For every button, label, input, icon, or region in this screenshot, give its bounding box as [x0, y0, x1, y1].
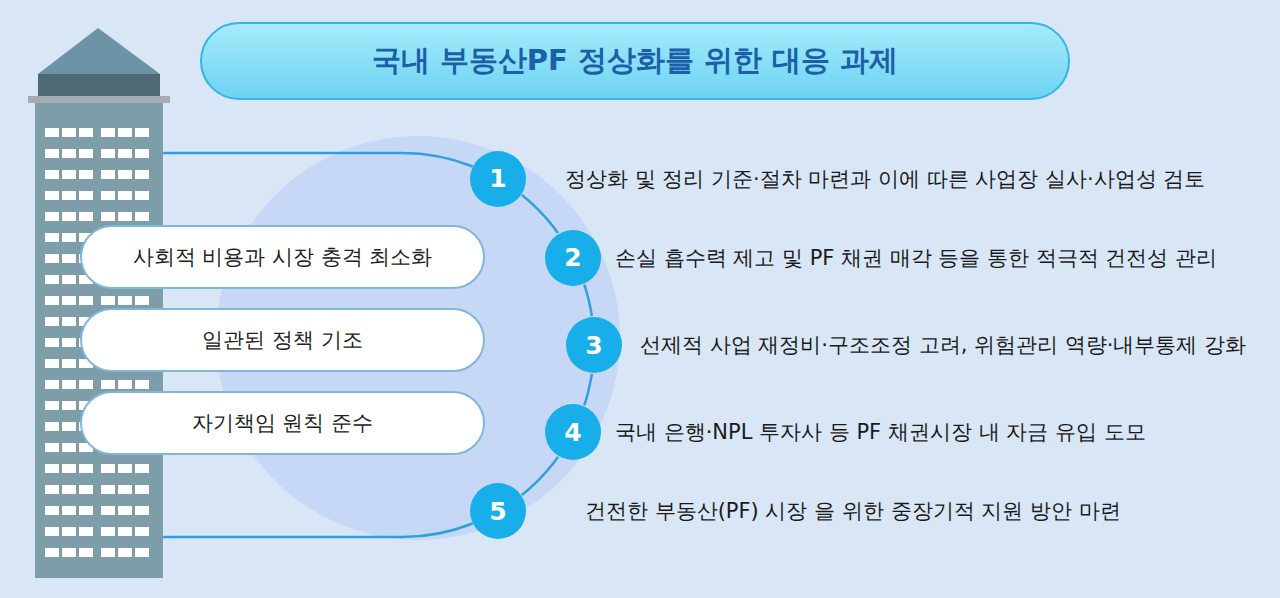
number-circle: 5 — [470, 483, 526, 539]
task-text: 건전한 부동산(PF) 시장 을 위한 중장기적 지원 방안 마련 — [585, 497, 1121, 525]
callout-number: 2 — [564, 243, 581, 272]
task-text: 국내 은행·NPL 투자사 등 PF 채권시장 내 자금 유입 도모 — [615, 418, 1146, 446]
principle-pill: 사회적 비용과 시장 충격 최소화 — [80, 225, 485, 289]
callout-number: 1 — [489, 164, 506, 193]
number-circle: 1 — [470, 151, 526, 207]
arc-connector — [584, 374, 592, 406]
principle-text: 사회적 비용과 시장 충격 최소화 — [133, 243, 433, 271]
building-top — [38, 74, 160, 96]
callout-number: 5 — [489, 497, 506, 526]
number-circle: 4 — [545, 404, 601, 460]
arc-connector — [522, 195, 558, 233]
building-ledge — [28, 96, 170, 103]
task-text: 정상화 및 정리 기준·절차 마련과 이에 따른 사업장 실사·사업성 검토 — [565, 165, 1205, 193]
number-circle: 2 — [545, 230, 601, 286]
principle-text: 일관된 정책 기조 — [202, 326, 362, 354]
arc-connector — [522, 457, 558, 495]
task-text: 손실 흡수력 제고 및 PF 채권 매각 등을 통한 적극적 건전성 관리 — [615, 244, 1217, 272]
building-roof — [38, 28, 160, 74]
title-text: 국내 부동산PF 정상화를 위한 대응 과제 — [372, 41, 899, 81]
task-text: 선제적 사업 재정비·구조조정 고려, 위험관리 역량·내부통제 강화 — [640, 331, 1246, 359]
callout-number: 3 — [585, 331, 602, 360]
principle-text: 자기책임 원칙 준수 — [192, 409, 373, 437]
callout-number: 4 — [564, 418, 581, 447]
frame-line — [163, 524, 473, 538]
number-circle: 3 — [566, 317, 622, 373]
principle-pill: 자기책임 원칙 준수 — [80, 391, 485, 455]
principle-pill: 일관된 정책 기조 — [80, 308, 485, 372]
frame-line — [163, 153, 473, 167]
title-banner: 국내 부동산PF 정상화를 위한 대응 과제 — [200, 22, 1070, 100]
arc-connector — [584, 285, 592, 317]
